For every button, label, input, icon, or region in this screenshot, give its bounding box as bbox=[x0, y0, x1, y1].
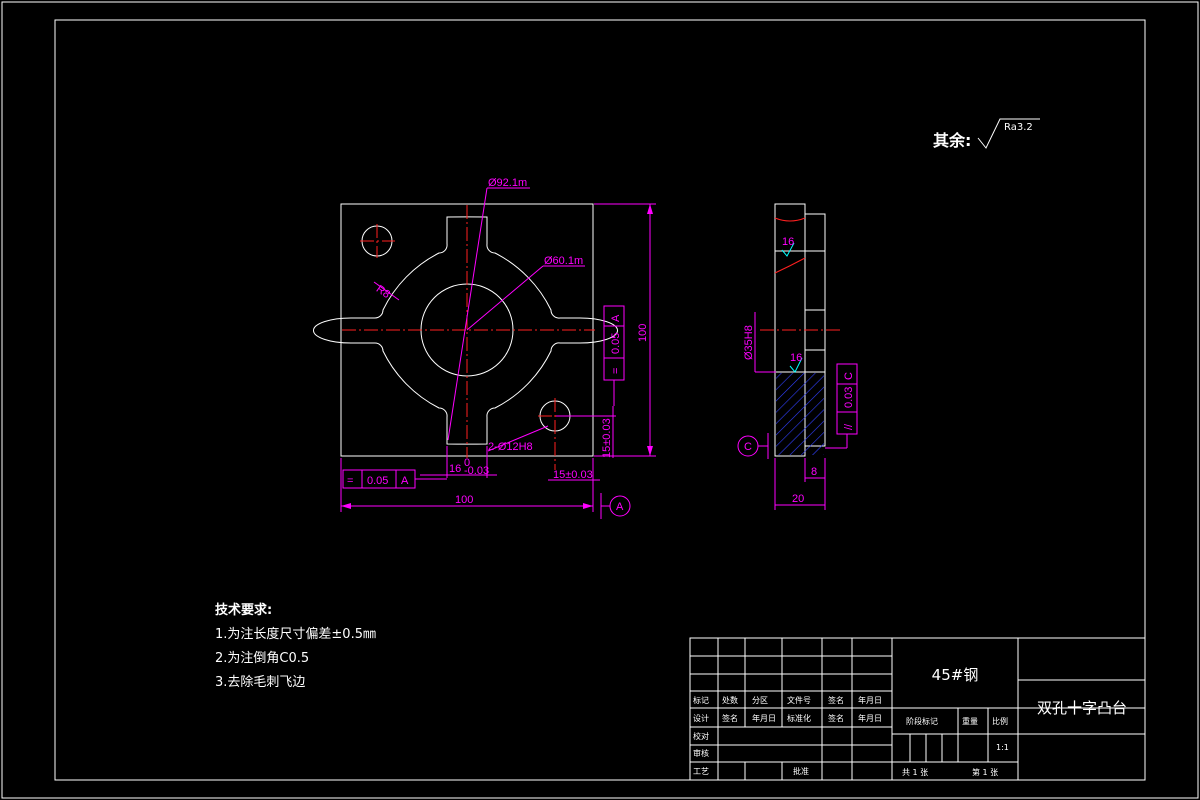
tb-count: 处数 bbox=[722, 695, 738, 705]
part-name: 双孔十字凸台 bbox=[1037, 699, 1127, 717]
tb-weight: 重量 bbox=[962, 716, 978, 726]
side-hatch-section bbox=[776, 373, 824, 455]
tb-std-sign: 签名 bbox=[828, 713, 844, 723]
tb-design: 设计 bbox=[693, 713, 709, 723]
side-width-dim: 20 bbox=[792, 493, 804, 505]
tb-review: 审核 bbox=[693, 748, 709, 758]
tb-standard: 标准化 bbox=[787, 713, 811, 723]
surface-note-label: 其余: bbox=[933, 131, 971, 150]
tol-frame-side: C 0.03 // bbox=[825, 363, 858, 449]
tol-frame-right: A 0.05 = bbox=[603, 305, 625, 406]
tol-right-sym: = bbox=[610, 368, 622, 374]
side-arc-bottom bbox=[774, 257, 806, 274]
mid-circle-dim: Ø60.1m bbox=[544, 255, 583, 267]
roughness-symbol-icon bbox=[977, 118, 1040, 149]
side-view: 16 16 Ø35H8 C 0.03 // C 20 bbox=[737, 203, 858, 510]
tol-right-value: 0.05 bbox=[610, 333, 622, 354]
side-arc-top bbox=[774, 217, 806, 222]
holes-leader bbox=[487, 425, 549, 452]
tol-side-value: 0.03 bbox=[843, 387, 855, 408]
surface-note-roughness: Ra3.2 bbox=[1004, 122, 1033, 133]
roughness-mid: 16 bbox=[790, 352, 802, 364]
tol-side-sym: // bbox=[843, 423, 855, 430]
holes-dim: 2-Ø12H8 bbox=[488, 441, 533, 453]
radius-leader bbox=[373, 281, 400, 301]
big-circle-dim: Ø92.1m bbox=[488, 177, 527, 189]
tb-scale: 1:1 bbox=[996, 743, 1009, 752]
tb-stage: 阶段标记 bbox=[906, 716, 938, 726]
datum-a: A bbox=[600, 493, 631, 519]
tb-mark: 标记 bbox=[693, 695, 709, 705]
width-arrow-right-icon bbox=[583, 503, 593, 509]
tb-check: 校对 bbox=[693, 731, 709, 741]
height-arrow-top-icon bbox=[647, 204, 653, 214]
width-dim: 100 bbox=[455, 494, 473, 506]
hole-y-dim: 15±0.03 bbox=[601, 418, 613, 458]
tol-bottom-sym: = bbox=[347, 475, 353, 487]
slot-width-dim: 16 bbox=[449, 463, 461, 475]
requirement-2: 2.为注倒角C0.5 bbox=[215, 651, 309, 666]
tb-sheet: 第 1 张 bbox=[972, 767, 998, 777]
height-arrow-bottom-icon bbox=[647, 446, 653, 456]
datum-c: C bbox=[737, 433, 769, 459]
roughness-mid-icon bbox=[789, 357, 803, 373]
tol-right-datum: A bbox=[610, 314, 622, 322]
inner-frame bbox=[54, 19, 1146, 781]
slot-tol-upper: 0 bbox=[464, 457, 470, 469]
side-step-dim: 8 bbox=[811, 466, 817, 478]
requirements: 技术要求: 1.为注长度尺寸偏差±0.5㎜ 2.为注倒角C0.5 3.去除毛刺飞… bbox=[215, 602, 376, 690]
requirements-title: 技术要求: bbox=[215, 602, 272, 618]
tb-zone: 分区 bbox=[752, 696, 768, 705]
width-arrow-left-icon bbox=[341, 503, 351, 509]
datum-c-label: C bbox=[744, 441, 752, 453]
tb-total: 共 1 张 bbox=[902, 768, 928, 777]
tol-bottom-value: 0.05 bbox=[367, 475, 388, 487]
roughness-top: 16 bbox=[782, 236, 794, 248]
cross-boss-outline bbox=[313, 216, 618, 445]
material: 45#钢 bbox=[932, 666, 979, 684]
tb-date: 年月日 bbox=[858, 695, 882, 705]
requirement-3: 3.去除毛刺飞边 bbox=[215, 675, 305, 690]
roughness-top-icon bbox=[781, 242, 795, 257]
slot-tol-lower: -0.03 bbox=[464, 465, 489, 477]
tol-bottom-datum: A bbox=[401, 475, 409, 487]
tol-frame-bottom: = 0.05 A bbox=[342, 469, 447, 489]
tb-design-sign: 签名 bbox=[722, 713, 738, 723]
bore-dia-dim: Ø35H8 bbox=[743, 325, 755, 360]
hole-x-dim: 15±0.03 bbox=[553, 469, 593, 481]
mid-circle-leader bbox=[466, 265, 544, 331]
tb-approve: 批准 bbox=[793, 766, 809, 776]
datum-a-label: A bbox=[616, 501, 624, 513]
tol-side-datum: C bbox=[843, 372, 855, 380]
tb-process: 工艺 bbox=[693, 767, 709, 776]
front-view: Ø92.1m Ø60.1m R8 2-Ø12H8 100 100 16 0 -0… bbox=[313, 177, 656, 519]
tb-std-date: 年月日 bbox=[858, 713, 882, 723]
height-dim: 100 bbox=[637, 324, 649, 342]
tb-sign: 签名 bbox=[828, 695, 844, 705]
tb-design-date: 年月日 bbox=[752, 713, 776, 723]
tb-scale-label: 比例 bbox=[992, 716, 1008, 726]
surface-note: 其余: Ra3.2 bbox=[933, 118, 1040, 150]
title-block: 45#钢 双孔十字凸台 标记 处数 分区 文件号 签名 年月日 设计 签名 年月… bbox=[689, 637, 1146, 781]
requirement-1: 1.为注长度尺寸偏差±0.5㎜ bbox=[215, 626, 376, 642]
tb-docno: 文件号 bbox=[787, 695, 811, 705]
big-circle-leader bbox=[447, 187, 488, 441]
